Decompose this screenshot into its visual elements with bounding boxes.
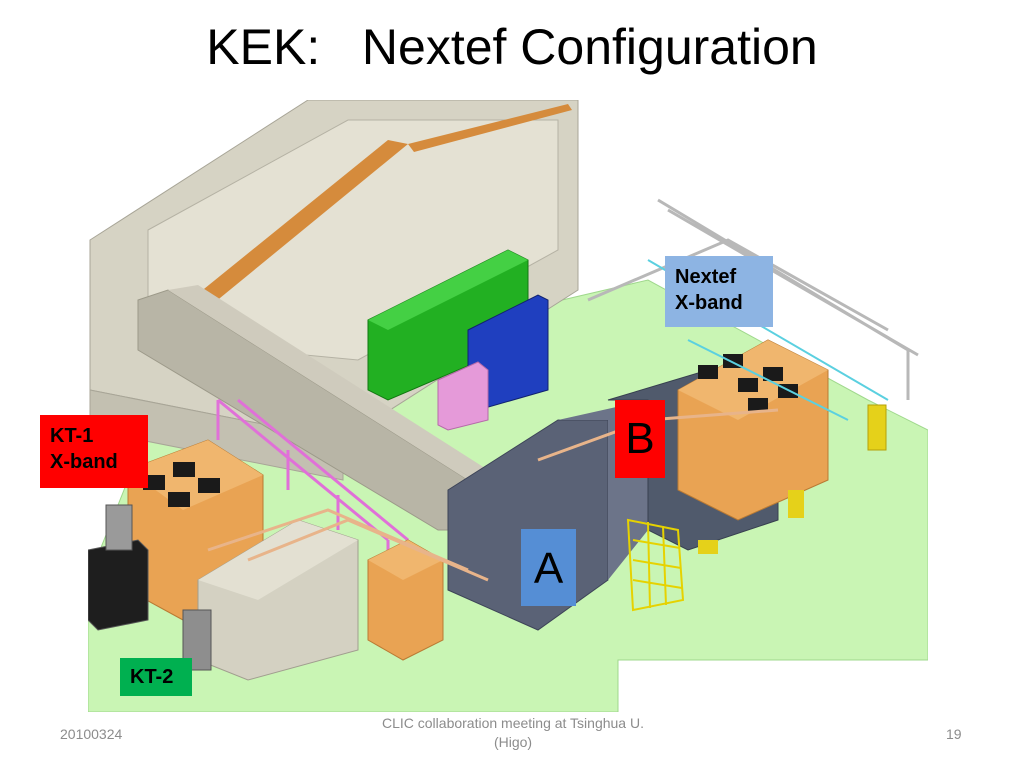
facility-illustration bbox=[88, 100, 928, 712]
page-number: 19 bbox=[946, 726, 962, 742]
kt1-label-line1: KT-1 bbox=[50, 425, 94, 447]
nextef-label-line1: Nextef bbox=[675, 266, 737, 288]
footer-meeting: CLIC collaboration meeting at Tsinghua U… bbox=[360, 714, 666, 752]
footer-meeting-line2: (Higo) bbox=[493, 734, 533, 750]
kt2-label: KT-2 bbox=[120, 658, 192, 696]
kt1-xband-label: KT-1 X-band bbox=[40, 415, 148, 488]
kt1-label-line2: X-band bbox=[50, 451, 118, 473]
footer-meeting-line1: CLIC collaboration meeting at Tsinghua U… bbox=[381, 715, 644, 731]
nextef-label-line2: X-band bbox=[675, 292, 743, 314]
area-b-label: B bbox=[615, 400, 665, 478]
footer-date: 20100324 bbox=[60, 726, 123, 742]
area-a-label: A bbox=[521, 529, 576, 606]
nextef-xband-label: Nextef X-band bbox=[665, 256, 773, 327]
slide-title: KEK: Nextef Configuration bbox=[206, 19, 818, 75]
